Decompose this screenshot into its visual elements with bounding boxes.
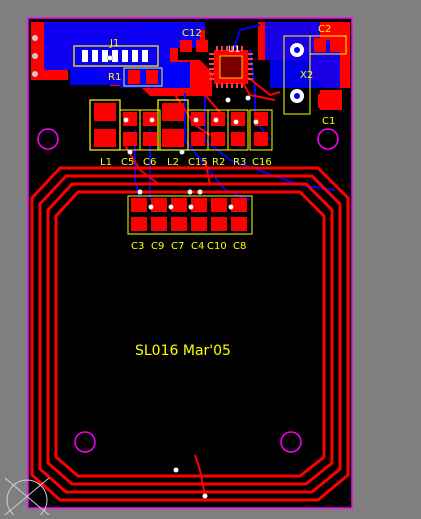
r1-pad-a xyxy=(128,70,140,84)
mounting-hole-top-right xyxy=(317,128,339,150)
label-c10: C10 xyxy=(207,241,227,252)
vias xyxy=(107,55,259,499)
label-r3: R3 xyxy=(233,157,246,168)
antenna-coil xyxy=(30,166,350,502)
c1-pad-a xyxy=(318,94,330,108)
label-c6: C6 xyxy=(143,157,156,168)
label-c9: C9 xyxy=(151,241,164,252)
label-c8: C8 xyxy=(233,241,246,252)
lower-capacitor-bank xyxy=(127,195,253,235)
label-u1: U1 xyxy=(228,45,240,55)
mounting-hole-bottom-left xyxy=(74,431,96,453)
mounting-hole-bottom-right xyxy=(280,431,302,453)
label-c12: C12 xyxy=(182,28,202,39)
x2-pad-top-hole xyxy=(294,47,300,53)
label-c1: C1 xyxy=(322,116,335,127)
c12-pad-a xyxy=(180,40,192,52)
j1-pins xyxy=(82,50,148,62)
label-x2: X2 xyxy=(300,70,313,81)
label-l2: L2 xyxy=(167,157,179,168)
label-c15: C15 xyxy=(188,157,208,168)
label-c4: C4 xyxy=(191,241,204,252)
x2-outline xyxy=(283,35,311,115)
label-c5: C5 xyxy=(121,157,134,168)
r1-pad-b xyxy=(146,70,158,84)
c2-pad-a xyxy=(314,38,326,52)
c2-pad-b xyxy=(330,38,342,52)
u1-die xyxy=(219,55,243,79)
header-holes xyxy=(32,35,38,77)
label-c3: C3 xyxy=(131,241,144,252)
j1-outline xyxy=(73,45,159,67)
r1-outline xyxy=(123,67,163,87)
label-c2: C2 xyxy=(318,24,331,35)
label-c16: C16 xyxy=(252,157,272,168)
label-j1: J1 xyxy=(109,38,119,49)
u1-pins xyxy=(209,46,253,88)
board-label: SL016 Mar'05 xyxy=(135,343,231,359)
origin-crosshair-icon xyxy=(4,477,50,519)
label-r1: R1 xyxy=(108,72,121,83)
board-outline xyxy=(27,17,353,509)
mounting-hole-top-left xyxy=(37,128,59,150)
x2-pad-bottom-hole xyxy=(294,93,300,99)
c12-pad-b xyxy=(196,40,208,52)
label-c7: C7 xyxy=(171,241,184,252)
upper-component-row xyxy=(89,99,273,151)
label-l1: L1 xyxy=(100,157,112,168)
label-r2: R2 xyxy=(212,157,225,168)
